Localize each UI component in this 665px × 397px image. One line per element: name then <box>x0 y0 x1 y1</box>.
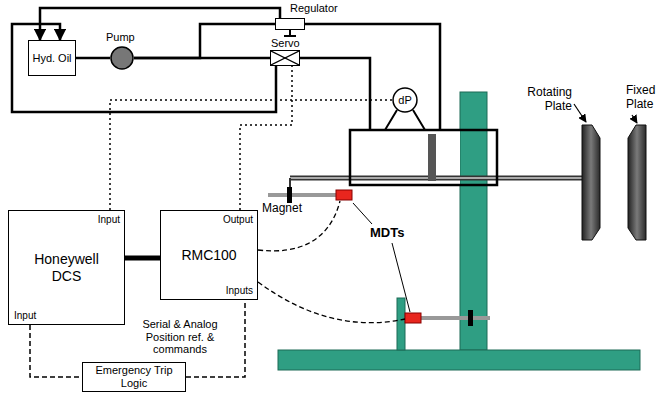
regulator-valve: Regulator <box>275 18 305 30</box>
piston-rod <box>290 176 588 181</box>
node-text: Honeywell DCS <box>22 251 112 283</box>
node-text: dP <box>398 94 411 107</box>
mdt-rod <box>421 316 490 320</box>
controller-box: RMC100 OutputInputs <box>160 210 258 300</box>
magnet-symbol <box>287 187 292 203</box>
base-plate <box>278 350 640 370</box>
piston <box>428 134 436 181</box>
pressure-tap-line <box>385 110 425 130</box>
port-label: Output <box>223 214 253 226</box>
circle-outline <box>110 46 134 70</box>
cross-stroke <box>271 51 299 65</box>
signal-line <box>240 66 292 210</box>
component-heading: Pump <box>106 31 135 44</box>
piston-rod-highlight <box>290 177 588 179</box>
magnet-symbol <box>468 310 473 326</box>
component-heading: Servo <box>271 37 300 50</box>
fixed-plate <box>628 125 646 240</box>
sensor-wire <box>258 282 405 323</box>
rotating-plate <box>582 125 600 240</box>
node-text: RMC100 <box>181 247 236 263</box>
leader-line <box>353 203 410 312</box>
signal-line <box>110 100 392 210</box>
regulator-symbol <box>284 30 296 36</box>
node-text: Hyd. Oil <box>32 52 71 65</box>
servo-valve: Servo <box>270 50 300 66</box>
mdt-head <box>405 313 421 323</box>
component-heading: Regulator <box>290 2 338 15</box>
valve-cross <box>271 51 299 65</box>
hydraulic-line <box>76 57 110 60</box>
dp-sensor: dP <box>392 87 418 113</box>
hydraulic-line <box>134 24 275 58</box>
port-label: Input <box>98 214 120 226</box>
mdt-head <box>336 190 352 200</box>
node-text: Emergency Trip Logic <box>89 364 179 389</box>
oil-tank: Hyd. Oil <box>28 40 76 76</box>
hydraulic-line <box>12 24 276 112</box>
hydraulic-line <box>40 8 280 40</box>
cylinder-outline <box>350 130 497 185</box>
part-label: Rotating Plate <box>512 86 572 114</box>
signal-line <box>30 325 82 377</box>
circle-shape <box>111 47 133 69</box>
pump-circle: Pump <box>110 46 134 70</box>
hydraulic-line <box>125 256 160 261</box>
dcs-box: Honeywell DCSInputInput <box>8 210 125 325</box>
hydraulic-line <box>300 58 370 130</box>
part-label: MDTs <box>370 226 404 241</box>
magnet-bracket <box>289 178 291 188</box>
connector-label: Serial & Analog Position ref. & commands <box>125 318 235 356</box>
trip-logic-box: Emergency Trip Logic <box>82 362 186 392</box>
sensor-post <box>397 298 405 350</box>
circle-shape <box>393 88 417 112</box>
part-label: Magnet <box>262 202 302 216</box>
port-label: Input <box>14 310 36 322</box>
port-label: Inputs <box>226 285 253 297</box>
part-label: Fixed Plate <box>626 84 662 112</box>
sensor-wire <box>258 201 340 251</box>
leader-arrow <box>574 104 586 122</box>
hydraulic-line <box>305 24 440 130</box>
leader-arrow <box>632 115 637 123</box>
cross-stroke <box>271 51 299 65</box>
